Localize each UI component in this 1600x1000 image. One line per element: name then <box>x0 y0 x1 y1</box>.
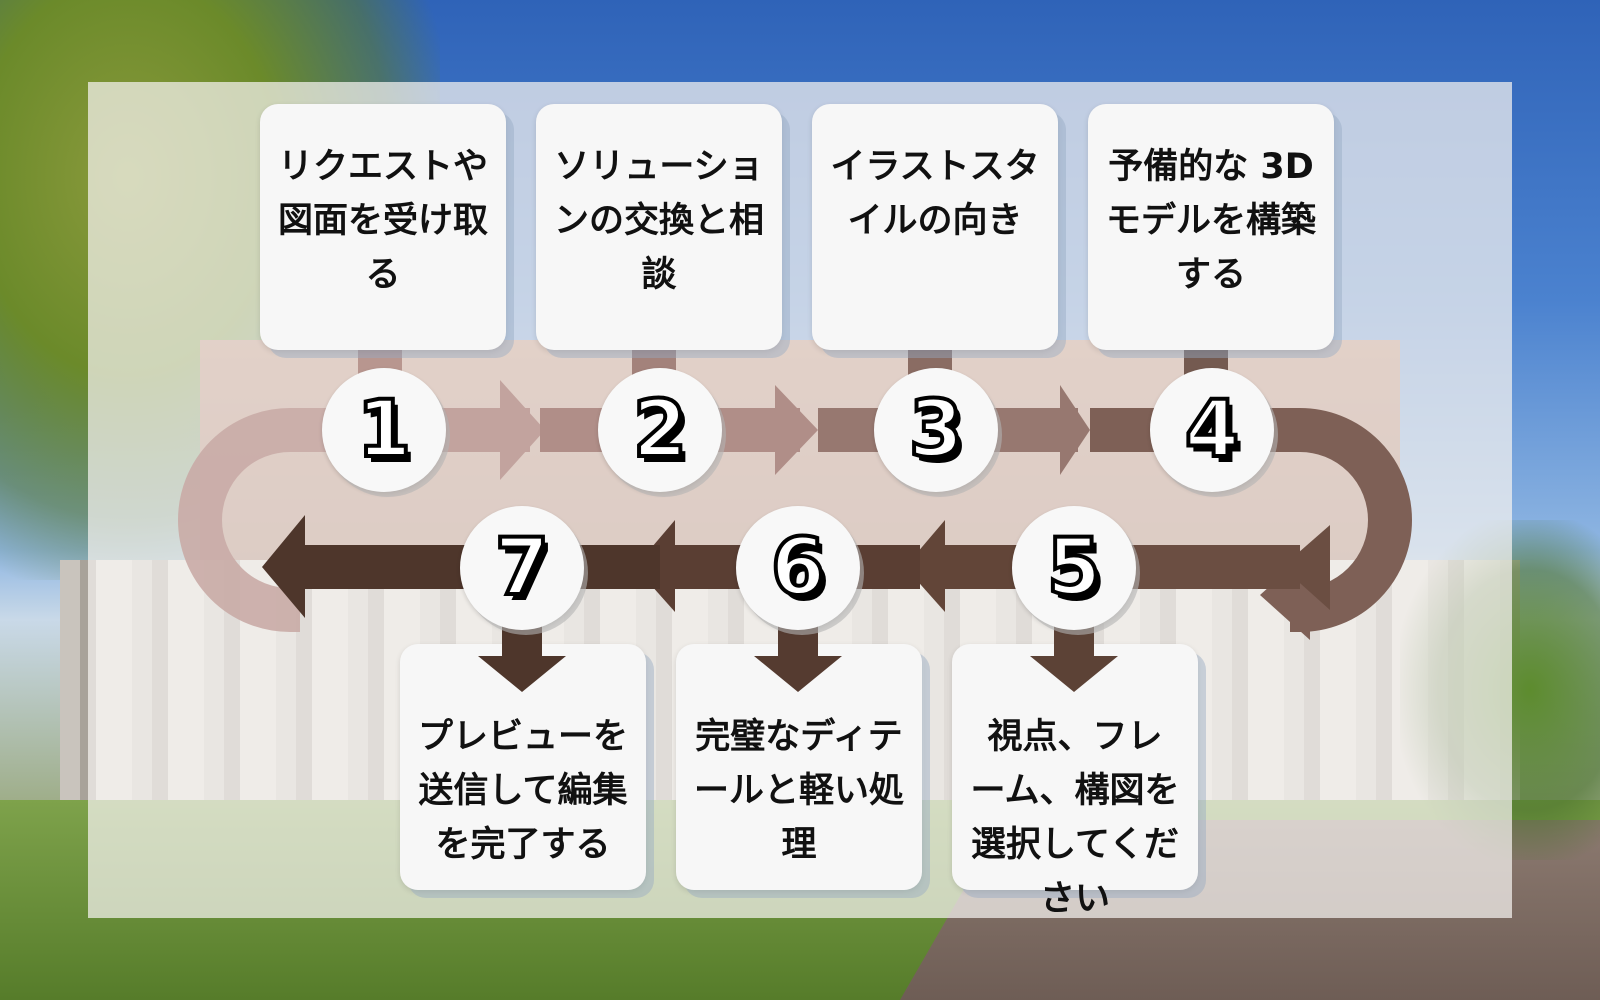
step-label-6: 完璧なディテールと軽い処理 <box>694 717 905 865</box>
step-card-1: リクエストや図面を受け取る <box>260 104 506 350</box>
step-number-2: 2 <box>598 368 722 492</box>
step-number-5: 5 <box>1012 506 1136 630</box>
step-number-1-text: 1 <box>355 385 413 475</box>
step-number-4-text: 4 <box>1183 385 1241 475</box>
step-card-4: 予備的な 3D モデルを構築する <box>1088 104 1334 350</box>
step-number-3-text: 3 <box>907 385 965 475</box>
step-number-6-text: 6 <box>769 523 827 613</box>
step-label-5: 視点、フレーム、構図を選択してください <box>970 717 1180 919</box>
step-number-2-text: 2 <box>631 385 689 475</box>
step-card-2: ソリューションの交換と相談 <box>536 104 782 350</box>
step-number-3: 3 <box>874 368 998 492</box>
step-card-3: イラストスタイルの向き <box>812 104 1058 350</box>
step-number-1: 1 <box>322 368 446 492</box>
step-label-7: プレビューを送信して編集を完了する <box>418 717 629 865</box>
step-number-4: 4 <box>1150 368 1274 492</box>
step-label-1: リクエストや図面を受け取る <box>278 147 489 295</box>
step-label-4: 予備的な 3D モデルを構築する <box>1106 147 1317 295</box>
step-label-2: ソリューションの交換と相談 <box>554 147 765 295</box>
step-number-7: 7 <box>460 506 584 630</box>
step-label-3: イラストスタイルの向き <box>830 147 1040 241</box>
step-number-7-text: 7 <box>493 523 551 613</box>
step-number-6: 6 <box>736 506 860 630</box>
step-card-5: 視点、フレーム、構図を選択してください <box>952 644 1198 919</box>
step-number-5-text: 5 <box>1045 523 1103 613</box>
